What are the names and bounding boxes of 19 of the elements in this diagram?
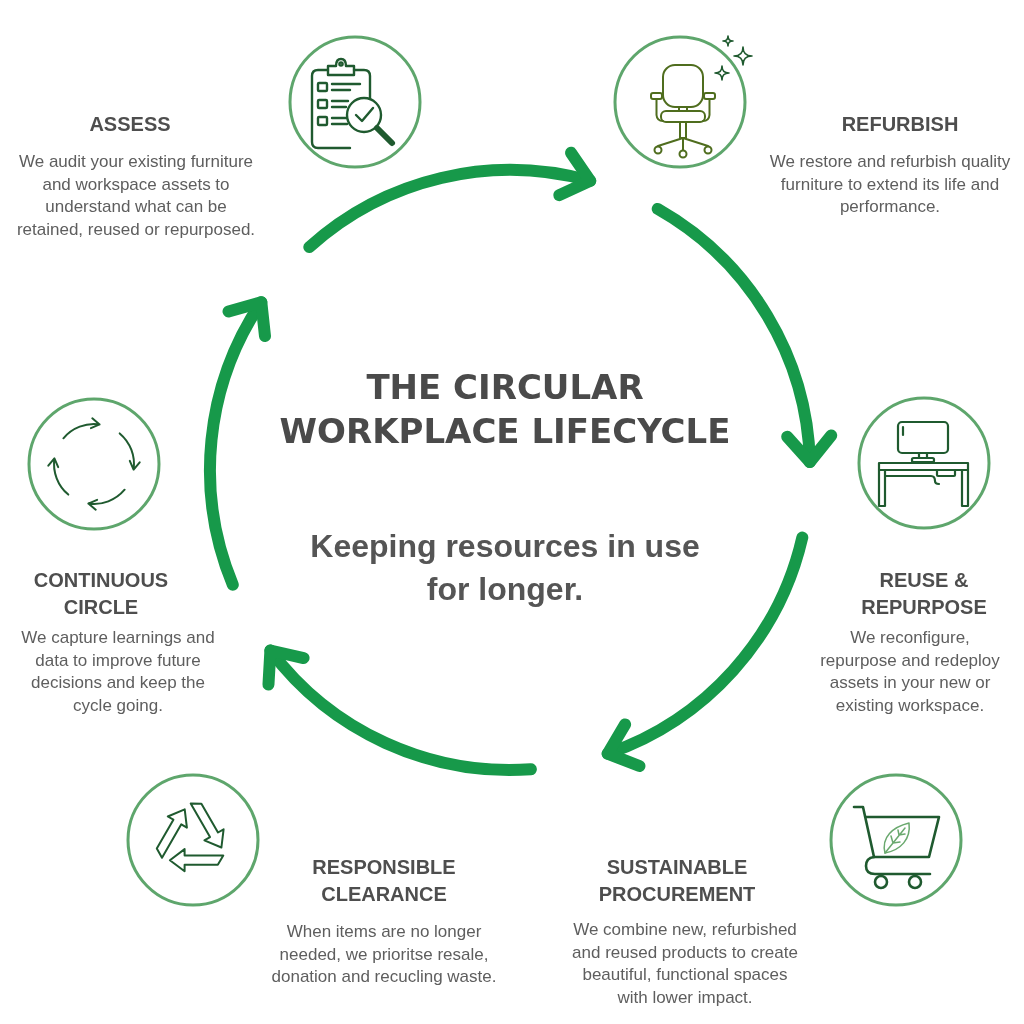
curved-arrow [651, 202, 836, 469]
tagline: Keeping resources in use for longer. [309, 527, 701, 609]
stage-heading: REFURBISH [840, 112, 960, 137]
stage-description: We combine new, refurbished and reused products to create beautiful, functional spaces with lower impact. [571, 919, 799, 1009]
stage-heading: ASSESS [88, 112, 172, 137]
stage-heading: REUSE & REPURPOSE [860, 568, 988, 620]
curved-arrow [601, 531, 809, 770]
curved-arrow [264, 644, 537, 776]
diagram-title: THE CIRCULAR WORKPLACE LIFECYCLE [278, 366, 732, 453]
stage-heading: SUSTAINABLE PROCUREMENT [597, 855, 757, 907]
stage-description: We restore and refurbish quality furniture to extend its life and performance. [768, 151, 1012, 218]
curved-arrow [303, 148, 597, 254]
curved-arrow [204, 296, 274, 591]
stage-description: We capture learnings and data to improve future decisions and keep the cycle going. [20, 627, 216, 717]
stage-description: We reconfigure, repurpose and redeploy assets in your new or existing workspace. [819, 627, 1001, 717]
stage-heading: CONTINUOUS CIRCLE [32, 568, 170, 620]
stage-heading: RESPONSIBLE CLEARANCE [311, 855, 457, 907]
stage-description: We audit your existing furniture and workspace assets to understand what can be retained, reused or repurposed. [15, 151, 257, 241]
stage-description: When items are no longer needed, we prioritse resale, donation and recucling waste. [270, 921, 498, 988]
